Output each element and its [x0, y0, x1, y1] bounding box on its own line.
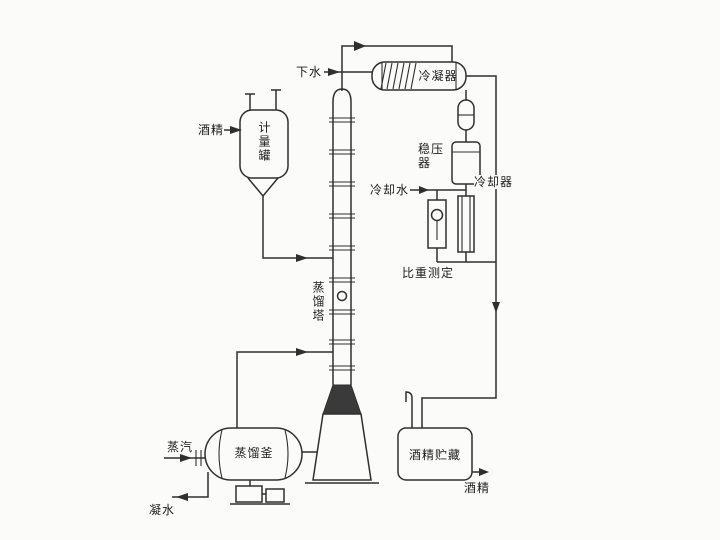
drain-water-line: [324, 68, 372, 76]
label-alcohol-feed: 酒精: [198, 123, 225, 137]
cooling-water-line: [410, 186, 466, 194]
flow-arrow-icon: [180, 454, 192, 462]
column-base-skirt: [305, 384, 379, 484]
flow-arrow-icon: [230, 126, 242, 134]
label-distillation-kettle: 蒸馏釜: [234, 446, 274, 460]
flow-arrow-icon: [296, 348, 308, 356]
vapor-line: [341, 41, 453, 91]
kettle-vessel: [204, 427, 318, 481]
flow-arrow-icon: [479, 468, 489, 476]
label-cooling-water: 冷却水: [370, 183, 410, 197]
distillation-column-vessel: [329, 88, 355, 385]
product-outlet-line: [472, 468, 489, 476]
pump-unit: [230, 480, 290, 505]
buffer-vessel: [457, 90, 475, 142]
label-alcohol-product: 酒精: [464, 481, 491, 495]
flow-arrow-icon: [296, 254, 308, 262]
gravity-sight-glass: [427, 190, 496, 263]
feed-line: [262, 196, 333, 262]
label-measuring-tank: 计量罐: [257, 121, 271, 163]
flow-arrow-icon: [176, 493, 188, 501]
condenser-outlet-line: [421, 75, 500, 428]
label-distillation-column: 蒸馏塔: [311, 281, 325, 323]
label-condenser: 冷凝器: [418, 69, 458, 83]
cooler-vessel: [457, 195, 475, 262]
flow-arrow-icon: [419, 186, 429, 194]
kettle-column-line: [236, 348, 333, 428]
storage-tank-vessel: [397, 391, 473, 481]
steam-line: [164, 450, 205, 466]
flow-arrow-icon: [354, 41, 366, 51]
label-alcohol-storage: 酒精贮藏: [408, 448, 461, 462]
label-drain-water: 下水: [296, 65, 323, 79]
label-steam: 蒸汽: [167, 440, 194, 454]
label-gravity-test: 比重测定: [402, 266, 455, 280]
measuring-tank-vessel: [224, 89, 289, 198]
flow-arrow-icon: [492, 302, 500, 313]
flow-arrow-icon: [328, 68, 340, 76]
condensate-line: [172, 472, 209, 501]
label-condensate: 凝水: [149, 503, 176, 517]
label-cooler: 冷却器: [474, 175, 514, 189]
label-stabilizer: 稳压器: [418, 142, 445, 170]
